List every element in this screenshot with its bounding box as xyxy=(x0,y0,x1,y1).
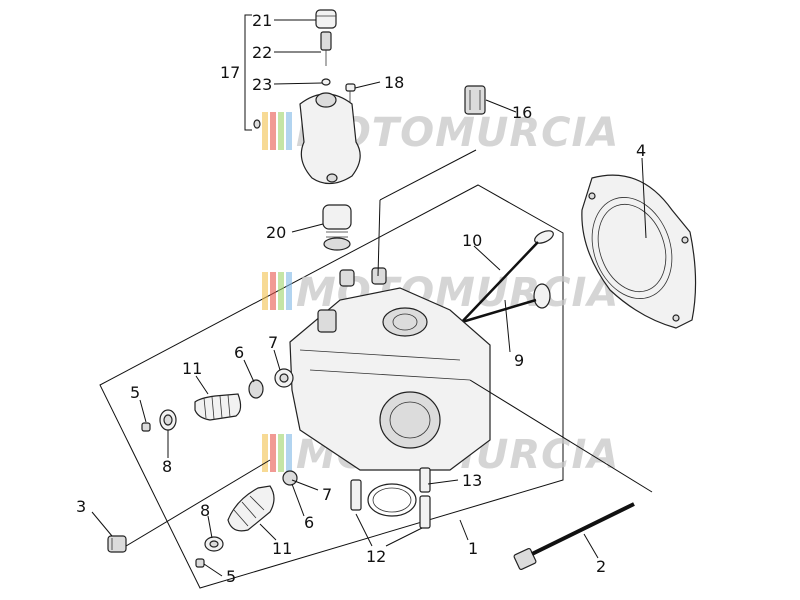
callout-5: 5 xyxy=(226,567,236,586)
callout-16: 16 xyxy=(512,103,532,122)
callout-labels: 21 22 17 23 18 16 4 20 10 9 6 7 11 5 8 1… xyxy=(76,11,646,586)
callout-13: 13 xyxy=(462,471,482,490)
part-7-spring-retainer-upper xyxy=(274,368,294,388)
part-6-valve-seal-lower xyxy=(282,470,298,486)
part-20-thermostat xyxy=(322,204,352,251)
callout-7: 7 xyxy=(322,485,332,504)
assembly-frame xyxy=(99,184,564,589)
callout-3: 3 xyxy=(76,497,86,516)
part-22-sensor xyxy=(320,31,332,66)
part-1-cylinder-head xyxy=(289,267,491,471)
callout-9: 9 xyxy=(514,351,524,370)
leader-lines xyxy=(91,19,653,577)
part-17-ring xyxy=(253,119,261,129)
callout-4: 4 xyxy=(636,141,646,160)
part-9-valve xyxy=(461,283,551,324)
part-5-valve-keeper-upper xyxy=(141,422,151,432)
callout-21: 21 xyxy=(252,11,272,30)
part-6-valve-seal-upper xyxy=(248,379,264,399)
callout-20: 20 xyxy=(266,223,286,242)
callout-10: 10 xyxy=(462,231,482,250)
callout-2: 2 xyxy=(596,557,606,576)
callout-23: 23 xyxy=(252,75,272,94)
watermark-stripes xyxy=(262,112,292,150)
callout-18: 18 xyxy=(384,73,404,92)
part-thermostat-housing xyxy=(299,92,361,185)
part-13-dowel xyxy=(419,467,431,493)
callout-6: 6 xyxy=(234,343,244,362)
part-12-dowel-left xyxy=(350,479,362,511)
part-4-head-gasket xyxy=(581,174,697,329)
part-21-cap xyxy=(315,9,337,29)
watermark-stripes xyxy=(262,272,292,310)
part-11-valve-spring-upper xyxy=(194,393,242,421)
bracket-17 xyxy=(244,14,252,131)
callout-7: 7 xyxy=(268,333,278,352)
part-23-washer xyxy=(321,78,331,86)
part-2-stud-bolt xyxy=(513,502,635,570)
part-10-valve xyxy=(457,230,554,327)
callout-6: 6 xyxy=(304,513,314,532)
callout-22: 22 xyxy=(252,43,272,62)
callout-1: 1 xyxy=(468,539,478,558)
part-5-valve-keeper-lower xyxy=(195,558,205,568)
callout-8: 8 xyxy=(200,501,210,520)
part-8-spring-seat-upper xyxy=(159,409,177,431)
part-12-dowel-right xyxy=(419,495,431,529)
part-8-spring-seat-lower xyxy=(204,536,224,552)
callout-12: 12 xyxy=(366,547,386,566)
callout-8: 8 xyxy=(162,457,172,476)
part-3-plug xyxy=(107,535,127,553)
callout-11: 11 xyxy=(272,539,292,558)
part-11-valve-spring-lower xyxy=(227,485,275,532)
callout-5: 5 xyxy=(130,383,140,402)
part-16-sensor xyxy=(464,85,486,115)
watermark-stripes xyxy=(262,434,292,472)
callout-11: 11 xyxy=(182,359,202,378)
part-13-o-ring xyxy=(367,483,417,517)
callout-17: 17 xyxy=(220,63,240,82)
